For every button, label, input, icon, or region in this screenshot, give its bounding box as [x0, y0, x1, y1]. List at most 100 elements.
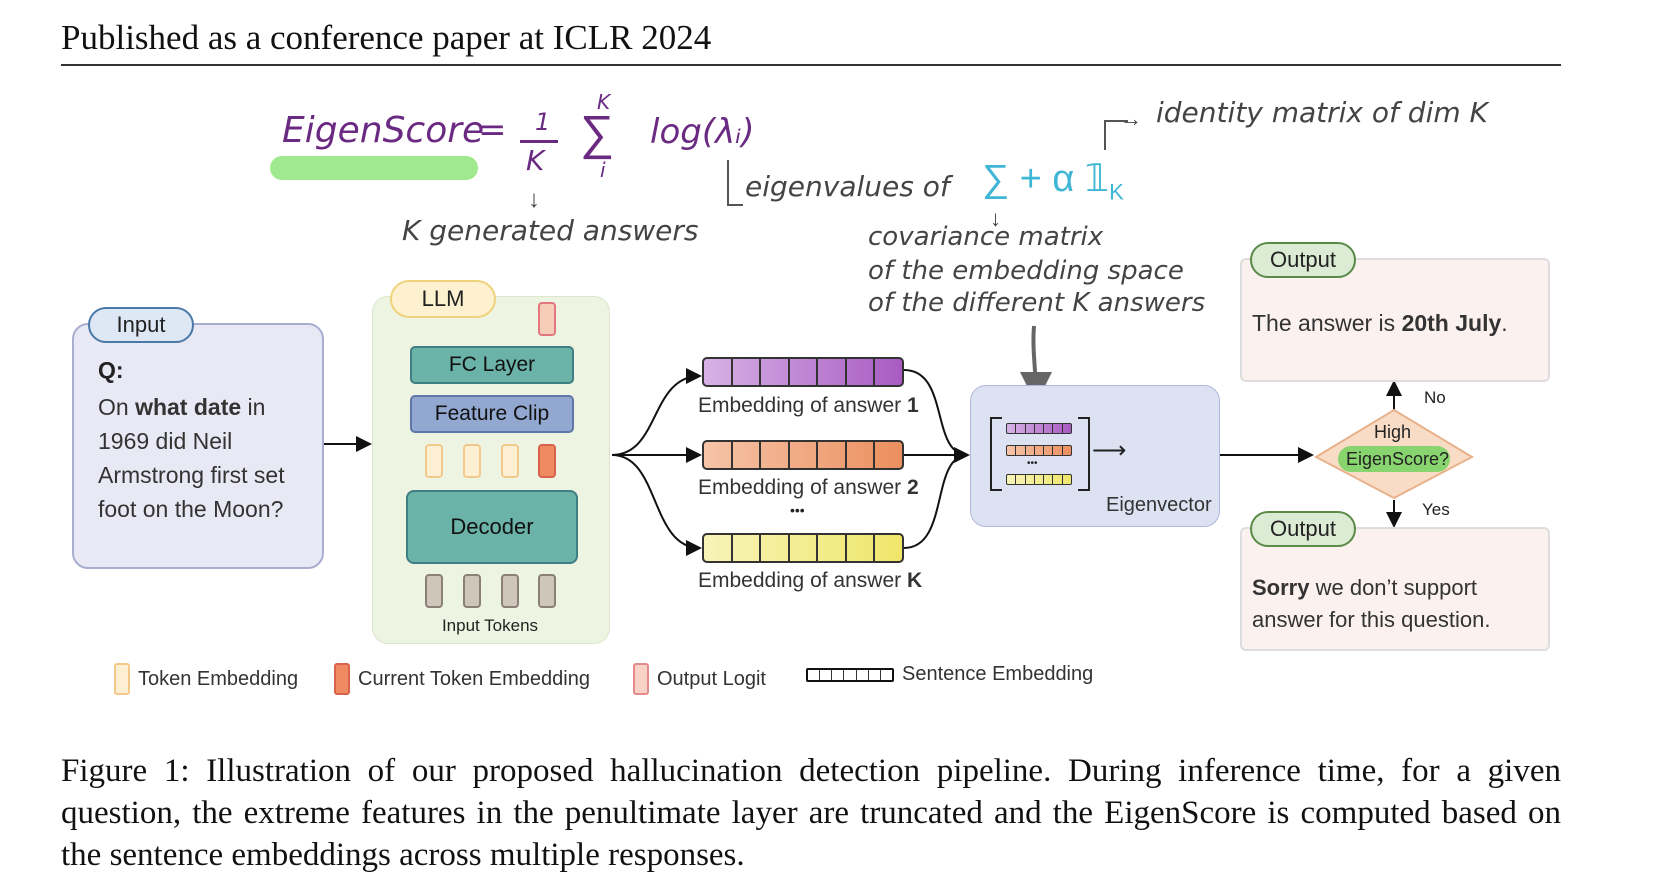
matrix-row-answer-1 — [1006, 423, 1072, 434]
answer-2-embedding-label: Embedding of answer 2 — [698, 476, 919, 500]
k-generated-answers-note: K generated answers — [402, 214, 699, 247]
legend-current-token-label: Current Token Embedding — [358, 667, 590, 690]
matrix-left-bracket — [990, 417, 1002, 491]
eigenvalues-note: eigenvalues of — [745, 170, 950, 203]
output-answer-tag: Output — [1250, 242, 1356, 278]
covariance-note-line-3: of the different K answers — [868, 288, 1206, 318]
token-embedding — [425, 444, 443, 478]
legend-sentence-embedding: Sentence Embedding — [806, 663, 1093, 686]
sum-upper-limit: K — [597, 90, 611, 114]
legend-current-token-swatch — [334, 663, 350, 695]
input-token — [425, 574, 443, 608]
header-rule — [61, 64, 1561, 66]
identity-matrix-note: identity matrix of dim K — [1156, 96, 1488, 129]
output-logit-token — [538, 302, 556, 336]
fraction-bar — [520, 140, 558, 143]
running-header: Published as a conference paper at ICLR … — [61, 18, 712, 57]
legend-token-embedding-swatch — [114, 663, 130, 695]
legend-token-embedding-label: Token Embedding — [138, 667, 299, 690]
output-refusal-box — [1240, 527, 1550, 651]
eigenvector-label: Eigenvector — [1106, 494, 1212, 516]
answer-k-label-index: K — [906, 569, 923, 592]
decision-no-label: No — [1424, 388, 1446, 407]
identity-arrow-icon: → — [1120, 106, 1142, 131]
output-answer-text: The answer is 20th July. — [1252, 310, 1508, 337]
answer-1-label-index: 1 — [906, 394, 919, 417]
decision-line-2: EigenScore? — [1346, 449, 1450, 469]
output-answer-pre: The answer is — [1252, 310, 1402, 336]
output-answer-date: 20th July — [1401, 310, 1502, 336]
fc-layer-block: FC Layer — [410, 346, 574, 384]
answer-1-embedding — [702, 357, 904, 387]
sum-symbol: ∑ — [580, 107, 615, 160]
question-text-bold: what date — [135, 394, 242, 420]
covariance-down-arrow-icon: ↓ — [990, 206, 1001, 231]
eigenvalue-bracket-line — [727, 160, 743, 206]
matrix-row-answer-2 — [1006, 445, 1072, 456]
eigenscore-highlight — [270, 156, 478, 180]
legend-output-logit-swatch — [633, 663, 649, 695]
legend-sentence-embedding-label: Sentence Embedding — [902, 663, 1094, 685]
output-refusal-post: we don’t support answer for this questio… — [1252, 575, 1491, 632]
answer-1-embedding-label: Embedding of answer 1 — [698, 394, 919, 418]
answer-2-label-text: Embedding of answer — [698, 476, 907, 499]
answer-k-label-text: Embedding of answer — [698, 569, 907, 592]
covariance-formula-subscript: K — [1109, 179, 1124, 205]
question-text-pre: On — [98, 394, 136, 420]
fraction-denominator: K — [526, 144, 545, 177]
answer-2-embedding — [702, 440, 904, 470]
branch-arrow-1 — [611, 368, 702, 456]
decoder-label: Decoder — [450, 514, 534, 539]
eigenscore-label: EigenScore — [282, 110, 485, 151]
answer-2-label-index: 2 — [906, 476, 919, 499]
figure-caption: Figure 1: Illustration of our proposed h… — [61, 753, 1561, 873]
answer-1-label-text: Embedding of answer — [698, 394, 907, 417]
k-down-arrow-icon: ↓ — [528, 186, 540, 213]
current-token-embedding — [538, 444, 556, 478]
answer-k-embedding-label: Embedding of answer K — [698, 569, 922, 593]
decoder-block: Decoder — [406, 490, 578, 564]
input-tokens-label: Input Tokens — [441, 616, 539, 635]
decision-yes-label: Yes — [1422, 500, 1450, 519]
matrix-ellipsis: ••• — [1027, 458, 1038, 469]
feature-clip-block: Feature Clip — [410, 395, 574, 433]
output-refusal-text: Sorry we don’t support answer for this q… — [1252, 572, 1542, 636]
llm-tag: LLM — [390, 280, 496, 318]
merge-arrow-k — [903, 454, 969, 549]
legend-token-embedding: Token Embedding — [114, 663, 298, 695]
sum-lower-index: i — [600, 158, 606, 182]
answer-k-embedding — [702, 533, 904, 563]
log-lambda-term: log(λᵢ) — [650, 112, 755, 152]
equals-sign: = — [478, 110, 507, 150]
covariance-note-line-2: of the embedding space — [868, 256, 1184, 286]
question-text: On what date in 1969 did Neil Armstrong … — [98, 390, 304, 526]
input-box — [72, 323, 324, 569]
answers-ellipsis: ••• — [790, 502, 805, 518]
decision-highlight — [1338, 446, 1450, 472]
legend-sentence-embedding-swatch — [806, 667, 894, 682]
question-text-post: in 1969 did Neil Armstrong first set foo… — [98, 394, 285, 522]
eigen-decomposition-box — [970, 385, 1220, 527]
legend-output-logit: Output Logit — [633, 663, 766, 695]
fraction-numerator: 1 — [535, 108, 551, 136]
identity-pointer-line — [1104, 120, 1128, 150]
covariance-note-line-1: covariance matrix — [868, 222, 1104, 252]
output-refusal-bold: Sorry — [1252, 575, 1310, 600]
covariance-formula-text: ∑ + α 𝟙 — [982, 158, 1110, 200]
feature-clip-label: Feature Clip — [434, 402, 550, 425]
covariance-formula: ∑ + α 𝟙K — [982, 156, 1124, 206]
question-label: Q: — [98, 357, 124, 383]
legend-output-logit-label: Output Logit — [657, 667, 766, 690]
input-token — [538, 574, 556, 608]
fc-layer-label: FC Layer — [448, 353, 536, 376]
token-embedding — [463, 444, 481, 478]
decision-line-1: High — [1374, 422, 1412, 442]
matrix-to-eigen-arrow-icon: ⟶ — [1092, 437, 1127, 464]
input-tag: Input — [88, 307, 194, 343]
branch-arrow-k — [611, 454, 702, 556]
input-token — [501, 574, 519, 608]
output-refusal-tag: Output — [1250, 511, 1356, 547]
legend-current-token-embedding: Current Token Embedding — [334, 663, 590, 695]
matrix-row-answer-k — [1006, 474, 1072, 485]
token-embedding — [501, 444, 519, 478]
